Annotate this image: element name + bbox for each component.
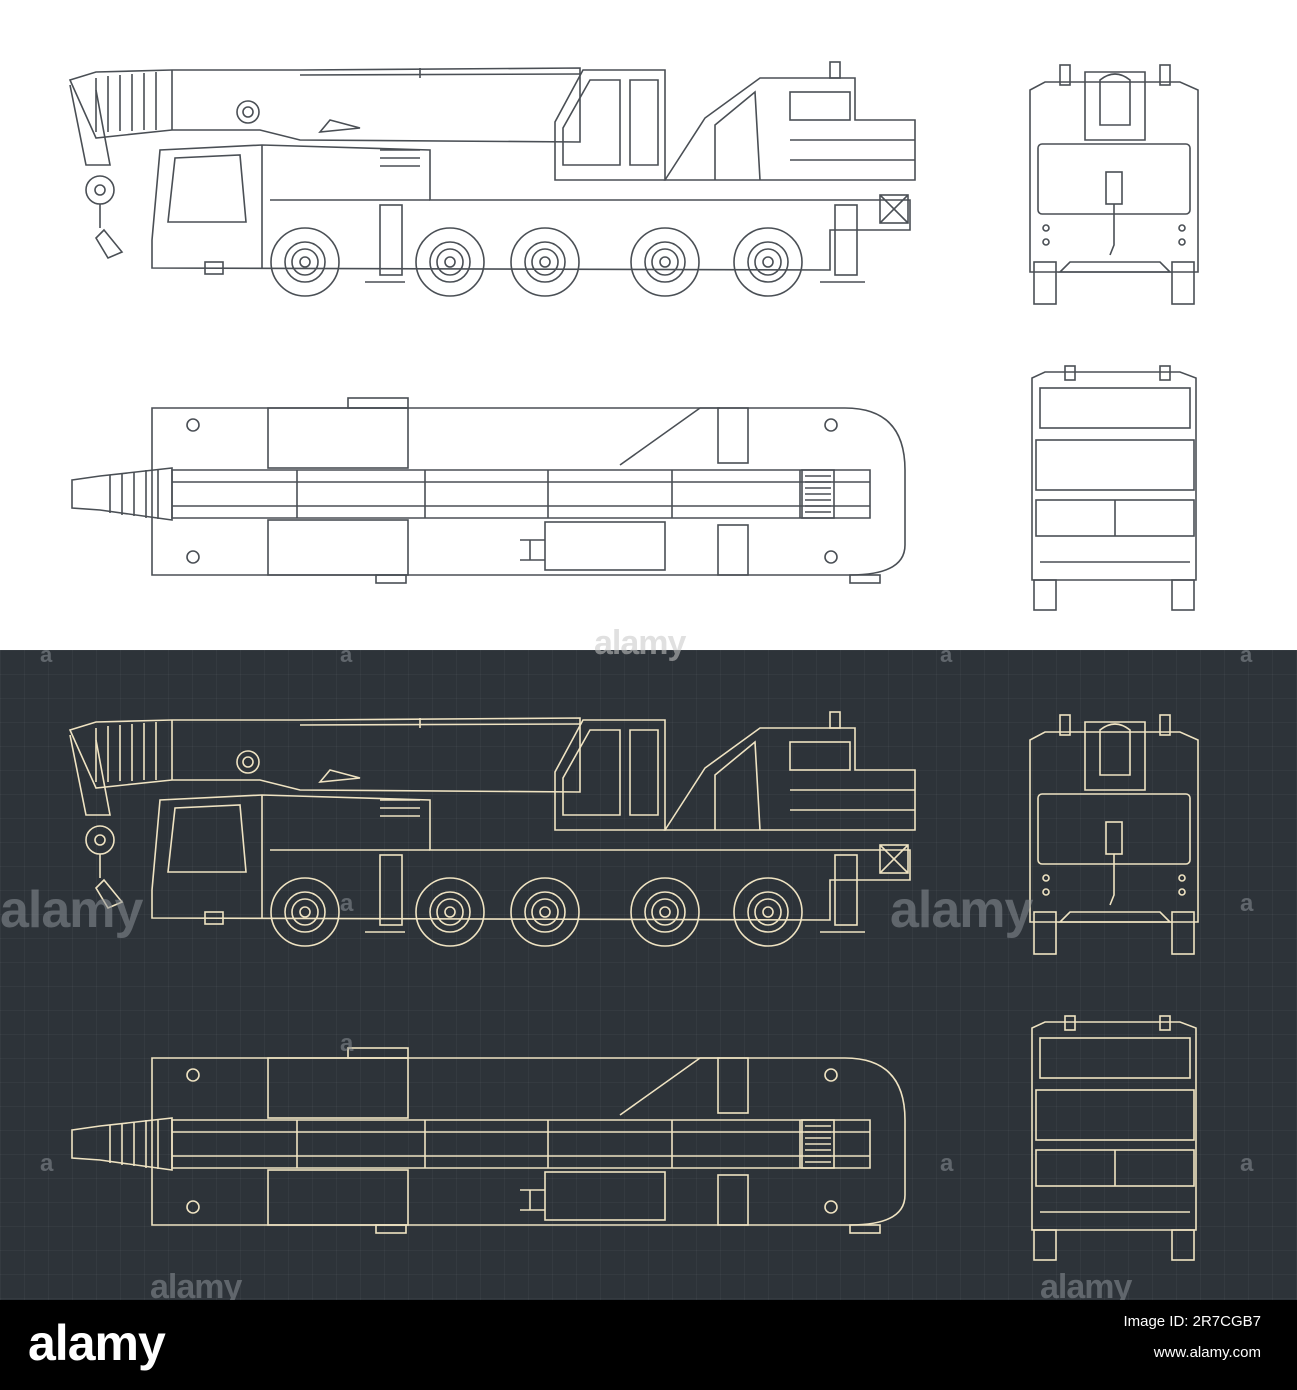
watermark-mark: a xyxy=(340,1030,353,1057)
watermark-mark: a xyxy=(40,642,52,667)
watermark-mark: a xyxy=(340,642,352,667)
image-id-label: Image ID: 2R7CGB7 xyxy=(1123,1313,1261,1330)
watermark-text: alamy xyxy=(1040,1268,1132,1306)
watermark-mark: a xyxy=(340,890,353,917)
watermark-text: alamy xyxy=(890,881,1033,939)
light-blueprint-panel xyxy=(0,0,1297,650)
watermark-mark: a xyxy=(940,642,952,667)
watermark-text: alamy xyxy=(594,624,686,662)
watermark-mark: a xyxy=(1240,642,1252,667)
footer-site-link[interactable]: www.alamy.com xyxy=(1153,1344,1261,1361)
watermark-text: alamy xyxy=(150,1268,242,1306)
light-crane-drawings xyxy=(0,0,1297,650)
stock-footer-bar: alamy Image ID: 2R7CGB7 www.alamy.com xyxy=(0,1300,1297,1390)
watermark-mark: a xyxy=(940,1150,953,1177)
watermark-mark: a xyxy=(40,1150,53,1177)
watermark-mark: a xyxy=(1240,1150,1253,1177)
footer-logo[interactable]: alamy xyxy=(28,1315,166,1371)
watermark-mark: a xyxy=(1240,890,1253,917)
dark-crane-drawings xyxy=(0,650,1297,1300)
watermark-text: alamy xyxy=(0,881,143,939)
dark-blueprint-panel xyxy=(0,650,1297,1300)
